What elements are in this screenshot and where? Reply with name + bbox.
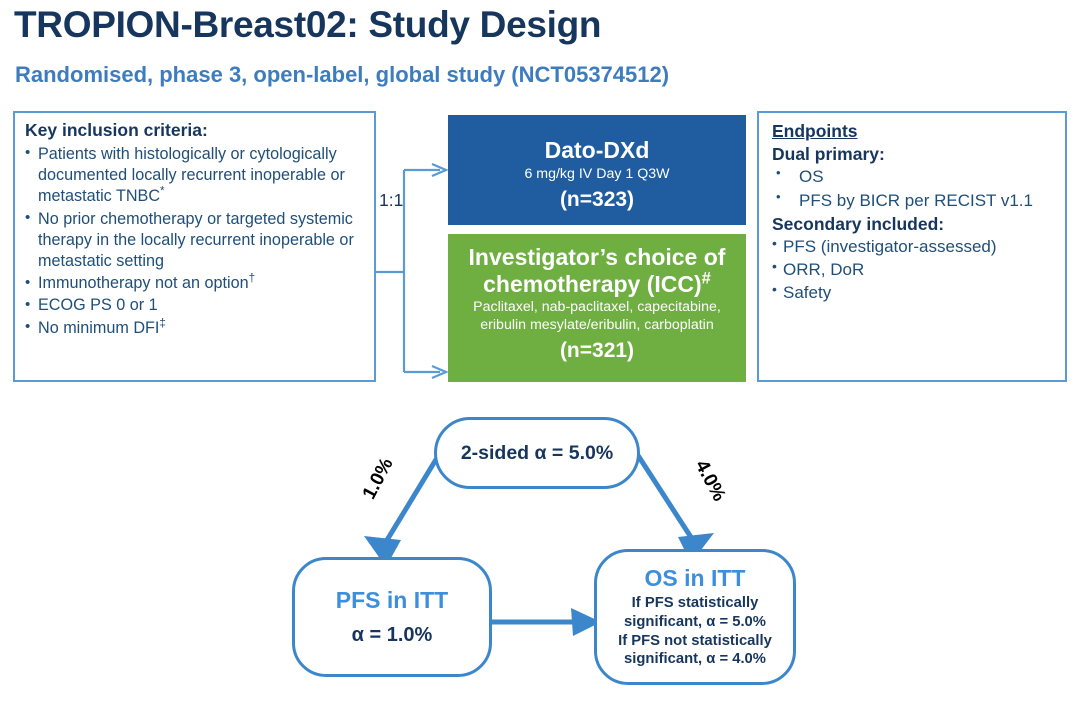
arm-sample-size: (n=321) xyxy=(559,338,635,362)
arrowhead-pfs-to-os xyxy=(571,608,601,636)
endpoints-secondary-heading: Secondary included: xyxy=(772,213,945,234)
pfs-alpha-value: α = 1.0% xyxy=(351,623,433,646)
endpoints-primary-list: OS PFS by BICR per RECIST v1.1 xyxy=(772,164,1059,212)
key-inclusion-criteria-panel: Key inclusion criteria: Patients with hi… xyxy=(13,111,376,382)
os-in-itt-box: OS in ITT If PFS statistically significa… xyxy=(594,549,796,685)
arrowhead-right xyxy=(678,533,714,563)
os-condition-line-3: If PFS not statistically xyxy=(618,632,772,649)
arrowhead-left xyxy=(364,536,401,567)
list-item: ORR, DoR xyxy=(772,257,1059,281)
page-title: TROPION-Breast02: Study Design xyxy=(14,4,602,45)
criteria-list: Patients with histologically or cytologi… xyxy=(25,143,366,339)
pfs-in-itt-box: PFS in ITT α = 1.0% xyxy=(292,557,492,677)
page-subtitle: Randomised, phase 3, open-label, global … xyxy=(15,62,670,87)
arm-dose: 6 mg/kg IV Day 1 Q3W xyxy=(524,165,670,182)
randomisation-ratio-label: 1:1 xyxy=(379,190,404,210)
list-item: PFS by BICR per RECIST v1.1 xyxy=(772,187,1059,212)
arm-title: Dato-DXd xyxy=(544,137,650,163)
list-item: ECOG PS 0 or 1 xyxy=(25,295,366,316)
os-condition-line-4: significant, α = 4.0% xyxy=(624,651,766,668)
endpoints-secondary-list: PFS (investigator-assessed) ORR, DoR Saf… xyxy=(772,234,1059,304)
os-condition-line-1: If PFS statistically xyxy=(631,595,759,611)
pfs-heading: PFS in ITT xyxy=(335,587,449,614)
treatment-arm-dato-dxd: Dato-DXd 6 mg/kg IV Day 1 Q3W (n=323) xyxy=(448,115,746,225)
alpha-total-label: 2-sided α = 5.0% xyxy=(460,441,614,464)
randomisation-connector xyxy=(376,162,448,380)
list-item: OS xyxy=(772,164,1059,188)
list-item: Patients with histologically or cytologi… xyxy=(25,143,366,208)
endpoints-primary-heading: Dual primary: xyxy=(772,144,885,164)
os-condition-line-2: significant, α = 5.0% xyxy=(624,613,766,630)
arm-drug-list: Paclitaxel, nab-paclitaxel, capecitabine… xyxy=(473,299,721,333)
list-item: No prior chemotherapy or targeted system… xyxy=(25,208,366,273)
os-heading: OS in ITT xyxy=(644,564,746,591)
list-item: Safety xyxy=(772,280,1059,304)
endpoints-panel: Endpoints Dual primary: OS PFS by BICR p… xyxy=(757,111,1067,382)
list-item: Immunotherapy not an option† xyxy=(25,272,366,294)
list-item: PFS (investigator-assessed) xyxy=(772,234,1059,258)
arm-sample-size: (n=323) xyxy=(559,187,635,211)
alpha-total-box: 2-sided α = 5.0% xyxy=(434,417,640,489)
criteria-heading: Key inclusion criteria: xyxy=(25,120,208,140)
list-item: No minimum DFI‡ xyxy=(25,317,366,339)
endpoints-title: Endpoints xyxy=(772,121,858,141)
